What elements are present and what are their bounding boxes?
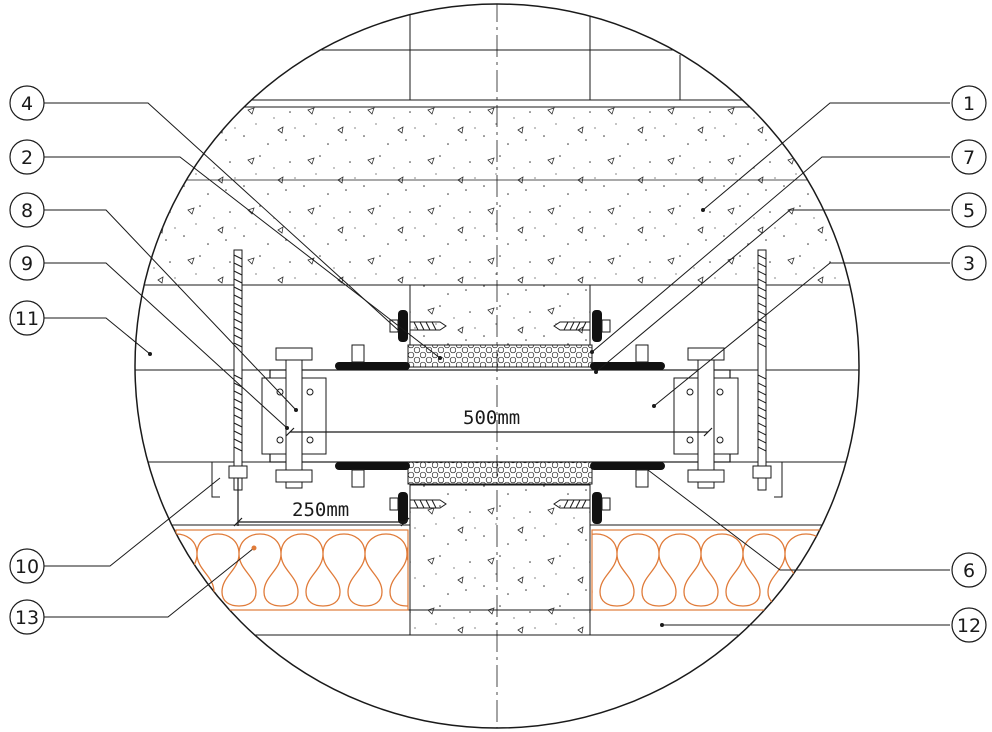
svg-text:9: 9	[21, 253, 33, 275]
svg-text:7: 7	[963, 147, 975, 169]
concrete-slab	[135, 106, 859, 286]
fire-seal-top	[407, 344, 593, 368]
support-brackets	[211, 344, 783, 498]
svg-text:2: 2	[21, 147, 33, 169]
svg-text:8: 8	[21, 200, 33, 222]
fire-seal-bottom	[407, 461, 593, 485]
callout-8: 8	[9, 192, 45, 228]
svg-text:6: 6	[963, 560, 975, 582]
callout-11: 11	[9, 300, 45, 336]
callout-10: 10	[9, 548, 45, 584]
detail-contents	[135, 4, 859, 728]
dimension-duct-width: 500mm	[463, 407, 520, 429]
callout-13: 13	[9, 599, 45, 635]
insulation-left	[175, 529, 409, 611]
anchor-bolts	[389, 319, 611, 511]
leader-dots	[148, 208, 705, 627]
callout-7: 7	[951, 139, 987, 175]
dimension-lines	[233, 427, 713, 527]
concrete-opening-fill	[410, 285, 590, 345]
svg-text:11: 11	[15, 308, 39, 330]
callout-5: 5	[951, 192, 987, 228]
callout-3: 3	[951, 245, 987, 281]
dimension-hanger-offset: 250mm	[292, 499, 349, 521]
callout-4: 4	[9, 85, 45, 121]
brick-wall	[135, 4, 859, 108]
callout-1: 1	[951, 85, 987, 121]
svg-text:3: 3	[963, 253, 975, 275]
leader-lines	[44, 102, 950, 626]
callout-2: 2	[9, 139, 45, 175]
svg-text:5: 5	[963, 200, 975, 222]
svg-text:4: 4	[21, 93, 33, 115]
svg-text:12: 12	[957, 615, 981, 637]
svg-text:13: 13	[15, 607, 39, 629]
callout-12: 12	[951, 607, 987, 643]
svg-text:1: 1	[963, 93, 975, 115]
callout-9: 9	[9, 245, 45, 281]
callout-6: 6	[951, 552, 987, 588]
duct-flanges	[335, 310, 665, 524]
svg-text:10: 10	[15, 556, 39, 578]
